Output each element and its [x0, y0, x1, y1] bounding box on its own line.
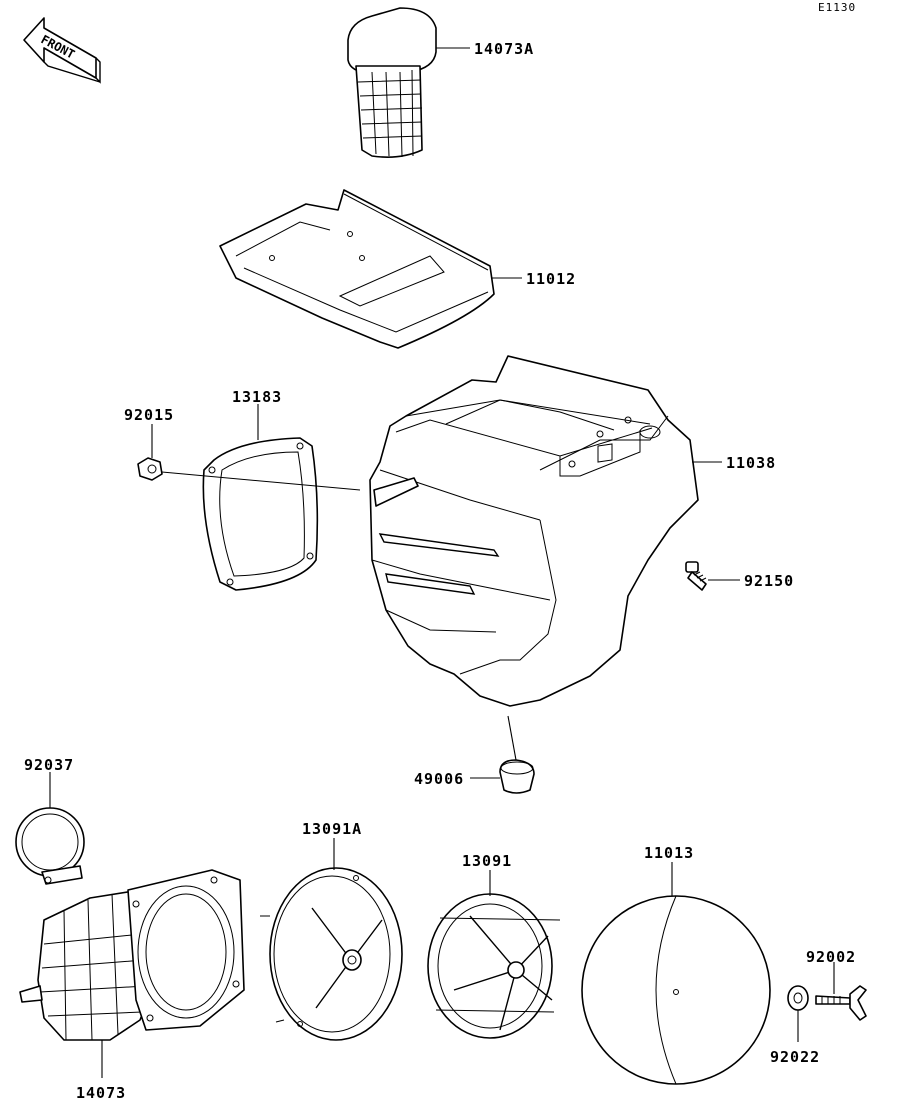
part-number-13183: 13183 [232, 388, 282, 406]
part-49006-cap [470, 715, 535, 794]
part-11013-element [581, 862, 771, 1085]
part-number-14073: 14073 [76, 1084, 126, 1102]
diagram-code: E1130 [818, 1, 856, 14]
part-number-92015: 92015 [124, 406, 174, 424]
part-13183-gasket [202, 404, 319, 591]
part-92015-nut [137, 424, 361, 491]
part-13091-cage [427, 870, 561, 1039]
part-number-49006: 49006 [414, 770, 464, 788]
part-92022-washer [787, 985, 809, 1042]
part-number-11038: 11038 [726, 454, 776, 472]
part-11038-housing [369, 355, 722, 707]
part-11012-tray [219, 189, 522, 349]
part-number-11013: 11013 [644, 844, 694, 862]
part-number-11012: 11012 [526, 270, 576, 288]
part-92150-bolt [685, 561, 740, 591]
part-13091a-cage [260, 838, 403, 1041]
front-arrow-icon: FRONT [23, 17, 101, 84]
part-number-92022: 92022 [770, 1048, 820, 1066]
part-number-92037: 92037 [24, 756, 74, 774]
part-14073a-duct [347, 7, 470, 158]
part-number-13091a: 13091A [302, 820, 362, 838]
part-number-14073a: 14073A [474, 40, 534, 58]
part-14073-duct [19, 869, 245, 1078]
part-92002-wing-bolt [815, 962, 867, 1021]
part-number-13091: 13091 [462, 852, 512, 870]
part-92037-clamp [15, 772, 85, 885]
part-number-92150: 92150 [744, 572, 794, 590]
part-number-92002: 92002 [806, 948, 856, 966]
